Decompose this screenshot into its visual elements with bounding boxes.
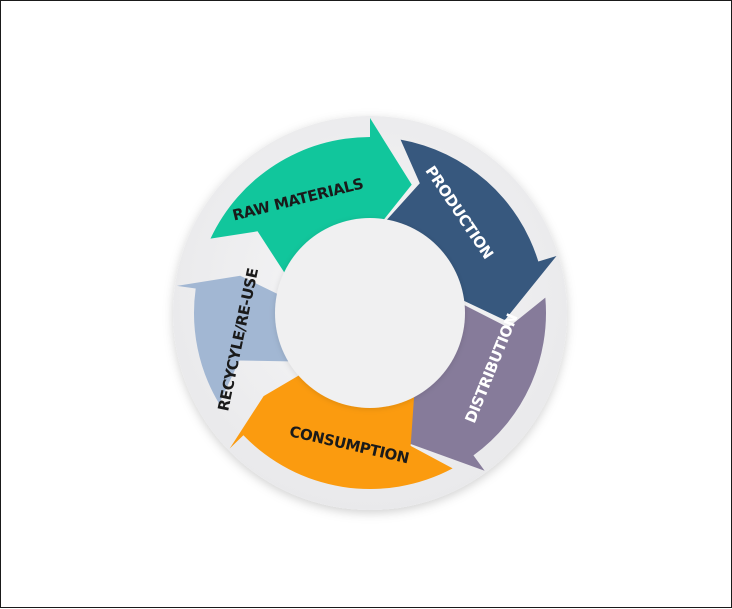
consumption-arrow <box>229 365 453 490</box>
distribution-arrow <box>407 297 547 471</box>
center-hub <box>275 218 465 408</box>
production-arrow <box>386 139 557 321</box>
recycle-arrow <box>176 275 295 404</box>
cycle-arrows <box>176 118 557 490</box>
raw-materials-arrow <box>210 118 412 274</box>
